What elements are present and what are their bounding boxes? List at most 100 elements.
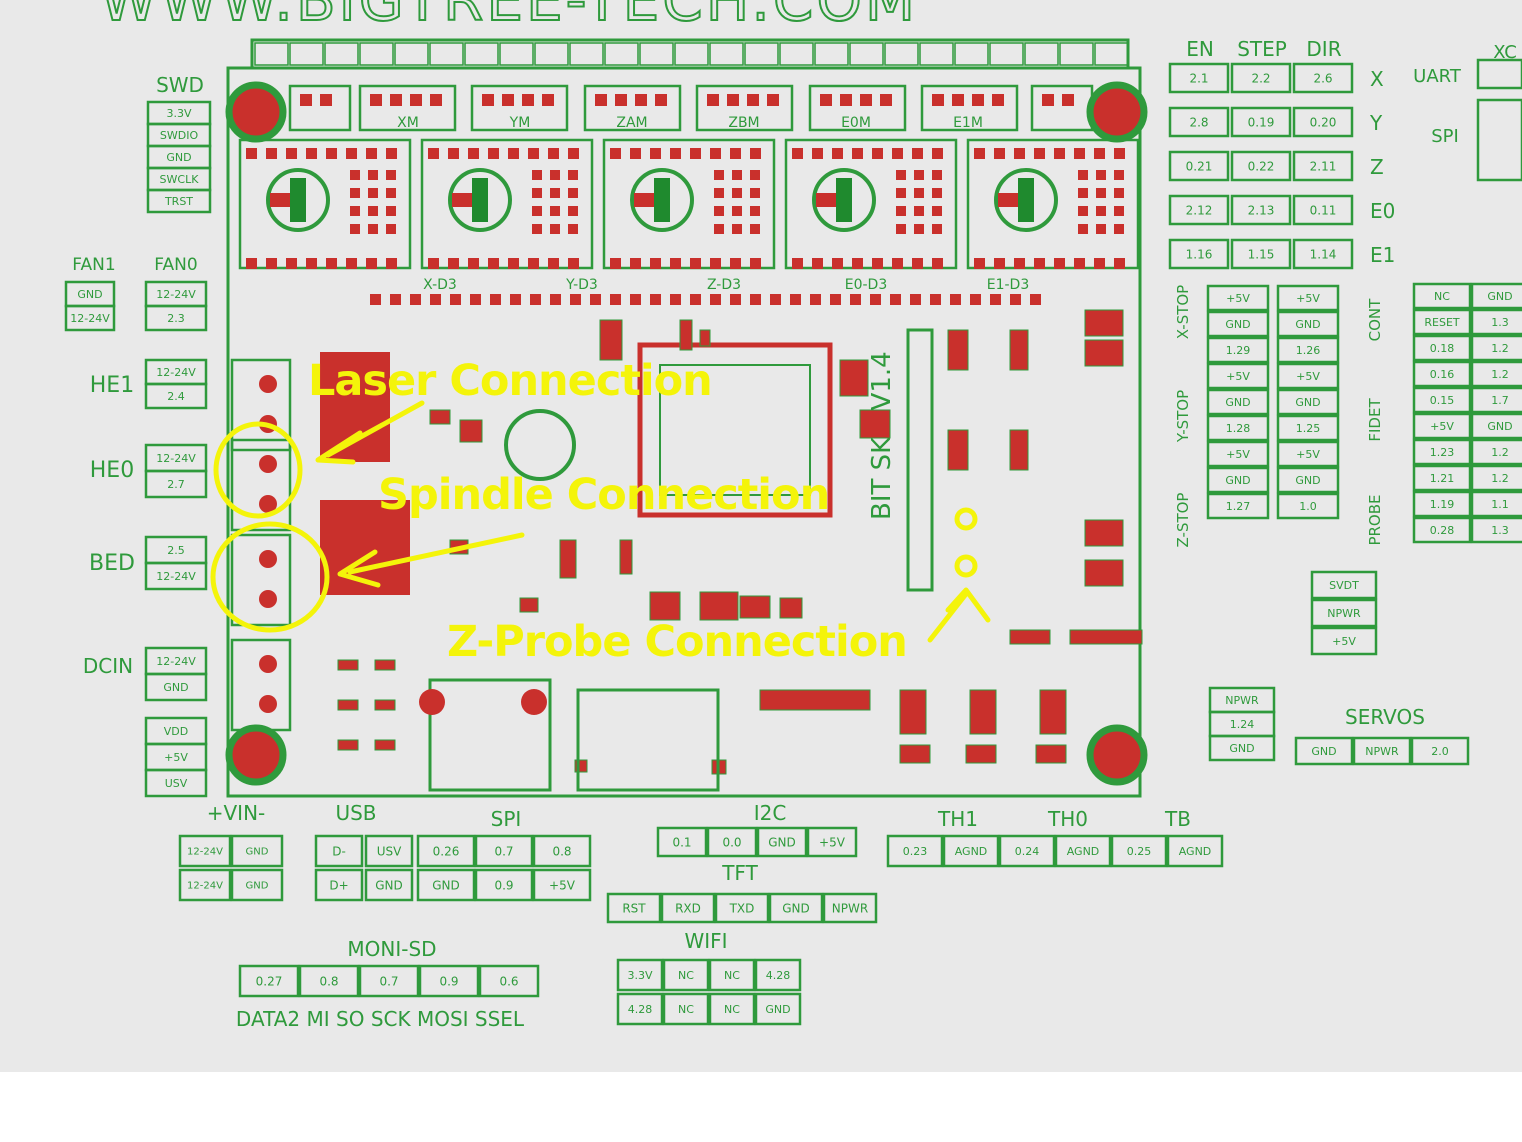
- pin-cell: [1276, 492, 1340, 520]
- pin-cell: [1470, 308, 1522, 336]
- thermistor-label: TH1: [937, 807, 978, 831]
- endstop-header: X-STOP: [1174, 285, 1192, 339]
- driver-label: E1-D3: [987, 277, 1030, 293]
- pin-cell: [1352, 736, 1412, 766]
- pin-cell: [1470, 516, 1522, 544]
- pin-label: 1.24: [1230, 718, 1255, 731]
- pin-cell: [616, 992, 664, 1026]
- pin-cell: [886, 834, 944, 868]
- pin-label: 1.2: [1491, 368, 1509, 381]
- pin-label: 12-24V: [156, 452, 196, 465]
- pin-label: 0.16: [1430, 368, 1455, 381]
- usb-label: USB: [335, 801, 376, 825]
- pin-label: 1.1: [1491, 498, 1509, 511]
- pin-label: GND: [1295, 396, 1320, 409]
- pin-cell: [1230, 194, 1292, 226]
- pin-label: 2.0: [1431, 745, 1449, 758]
- pin-cell: [144, 469, 208, 499]
- pin-label: +5V: [1332, 635, 1356, 648]
- pin-cell: [754, 958, 802, 992]
- pin-label: 12-24V: [156, 288, 196, 301]
- top-header-strip: [250, 38, 1130, 70]
- pin-cell: [756, 826, 808, 858]
- buzzer: [504, 409, 576, 481]
- pin-label: 0.22: [1248, 159, 1275, 173]
- endstop-side-label: FIDET: [1366, 398, 1384, 442]
- laser-connection-label: Laser Connection: [308, 356, 713, 406]
- pin-cell: [1310, 570, 1378, 600]
- pin-label: NC: [724, 969, 740, 982]
- pin-label: 0.1: [672, 835, 691, 849]
- bed-circle: [210, 521, 330, 633]
- pin-cell: [1276, 336, 1340, 364]
- sd-slot: [576, 688, 720, 792]
- pin-label: 0.19: [1248, 115, 1275, 129]
- pin-label: 2.8: [1189, 115, 1208, 129]
- pin-label: 0.27: [256, 974, 283, 988]
- pin-label: 1.28: [1226, 422, 1251, 435]
- pin-cell: [146, 188, 212, 214]
- pin-label: 1.23: [1430, 446, 1455, 459]
- pin-cell: [532, 868, 592, 902]
- pin-label: 0.9: [439, 974, 458, 988]
- pin-label: 0.28: [1430, 524, 1455, 537]
- pin-cell: [144, 561, 208, 591]
- pin-cell: [1412, 464, 1472, 492]
- uart-label: UART: [1413, 66, 1462, 87]
- fan0-label: FAN0: [154, 255, 197, 275]
- pin-cell: [1230, 106, 1292, 138]
- pin-cell: [1168, 194, 1230, 226]
- endstop-side-label: CONT: [1366, 298, 1384, 342]
- pin-cell: [64, 304, 116, 332]
- fan1-label: FAN1: [72, 255, 115, 275]
- mini-sd-label: MONI-SD: [347, 937, 436, 961]
- pin-label: D+: [329, 878, 348, 892]
- pin-cell: [1412, 282, 1472, 310]
- pin-cell: [1294, 736, 1354, 766]
- pin-label: 1.19: [1430, 498, 1455, 511]
- pin-label: 4.28: [766, 969, 791, 982]
- pin-label: GND: [1225, 318, 1250, 331]
- pin-cell: [1276, 466, 1340, 494]
- pin-label: +5V: [1226, 370, 1250, 383]
- pin-cell: [1470, 438, 1522, 466]
- pin-label: 1.16: [1186, 247, 1213, 261]
- pin-label: 0.9: [494, 878, 513, 892]
- pin-label: AGND: [955, 845, 988, 858]
- pin-cell: [1470, 412, 1522, 440]
- stepper-label: ZAM: [616, 115, 647, 131]
- pin-cell: [1310, 598, 1378, 628]
- spindle-connection-label: Spindle Connection: [378, 470, 830, 520]
- pin-label: +5V: [1296, 370, 1320, 383]
- pin-label: 12-24V: [156, 655, 196, 668]
- pin-label: +5V: [819, 835, 846, 849]
- pin-cell: [1208, 734, 1276, 762]
- pin-cell: [144, 672, 208, 702]
- pin-cell: [314, 868, 364, 902]
- pin-cell: [1470, 334, 1522, 362]
- spi-bottom-label: SPI: [491, 807, 522, 831]
- pin-cell: [418, 964, 480, 998]
- pin-label: SVDT: [1329, 579, 1359, 592]
- driver-label: Z-D3: [707, 277, 741, 293]
- pin-cell: [714, 892, 770, 924]
- pin-label: 1.7: [1491, 394, 1509, 407]
- wifi-label: WIFI: [684, 929, 727, 953]
- pin-label: 1.21: [1430, 472, 1455, 485]
- pin-cell: [1276, 310, 1340, 338]
- stepper-driver-sockets: [238, 138, 1140, 270]
- pin-label: 12-24V: [187, 881, 223, 892]
- pin-label: USV: [377, 844, 402, 858]
- pin-cell: [416, 834, 476, 868]
- tft-label: TFT: [721, 861, 758, 885]
- pin-label: 1.26: [1296, 344, 1321, 357]
- zprobe-connection-label: Z-Probe Connection: [447, 617, 908, 667]
- zprobe-pin-2: [954, 554, 978, 578]
- driver-label: E0-D3: [845, 277, 888, 293]
- pin-label: 2.3: [167, 312, 185, 325]
- stepper-label: XM: [397, 115, 419, 131]
- he1-label: HE1: [90, 373, 134, 398]
- pin-label: GND: [166, 151, 191, 164]
